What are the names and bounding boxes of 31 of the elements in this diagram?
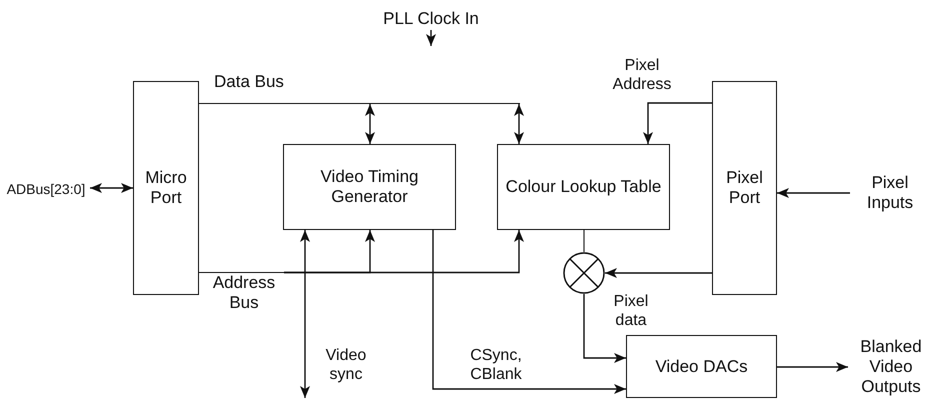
arrow <box>643 102 712 144</box>
block-label: Pixel Port <box>725 168 764 208</box>
arrow <box>514 104 524 144</box>
arrow <box>777 188 850 198</box>
block-label: Colour Lookup Table <box>506 177 662 197</box>
arrow <box>777 362 848 372</box>
signal-label: Pixel Inputs <box>866 173 914 213</box>
arrow <box>432 230 626 394</box>
arrow <box>284 230 524 274</box>
data-bus-line <box>206 72 520 104</box>
signal-label: ADBus[23:0] <box>6 180 86 199</box>
arrow <box>426 30 436 46</box>
process-box <box>133 81 199 295</box>
arrow <box>365 104 375 144</box>
block-label: Micro Port <box>144 168 188 208</box>
arrow <box>300 230 310 398</box>
connector-line <box>198 103 206 104</box>
process-box <box>626 335 777 398</box>
bus-label: Data Bus <box>214 72 284 92</box>
signal-label: PLL Clock In <box>383 9 479 29</box>
process-box <box>283 144 456 230</box>
block-label: Video DACs <box>655 356 748 376</box>
signal-label: Blanked Video Outputs <box>859 337 923 397</box>
arrow <box>90 183 133 193</box>
process-box <box>497 144 670 230</box>
bus-label: Address Bus <box>212 273 276 313</box>
arrow <box>583 294 626 363</box>
connector-line <box>198 272 206 273</box>
block-label: Video Timing Generator <box>320 167 420 207</box>
process-box <box>712 81 777 295</box>
arrow <box>605 268 712 278</box>
